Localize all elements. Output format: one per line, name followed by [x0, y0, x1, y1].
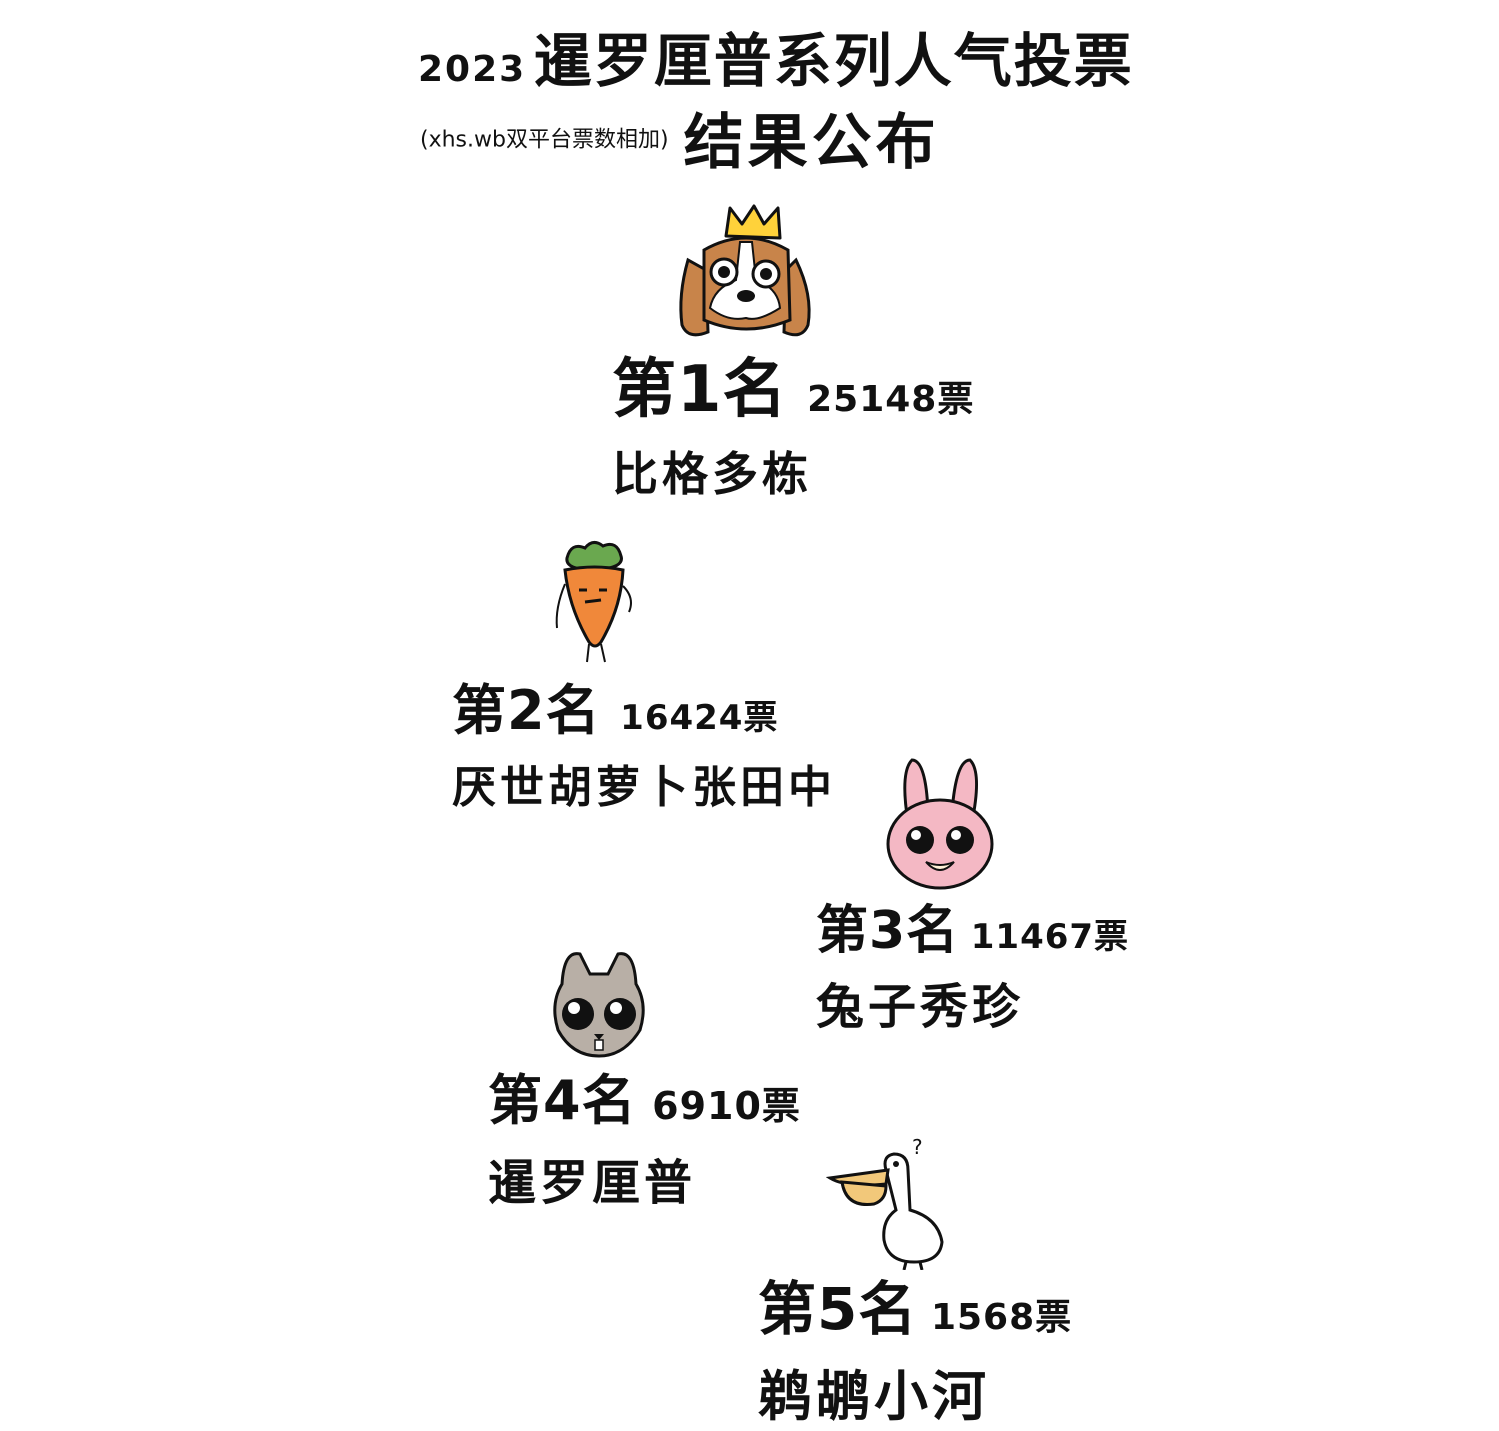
rabbit-icon	[886, 758, 994, 890]
rank-entry-4: 第4名 6910票 暹罗厘普	[488, 1056, 801, 1213]
rank-entry-2: 第2名 16424票 厌世胡萝卜张田中	[452, 666, 836, 815]
rank-entry-5: 第5名 1568票 鹈鹕小河	[758, 1262, 1072, 1431]
rank-entry-1: 第1名 25148票 比格多栋	[612, 338, 974, 504]
character-name: 兔子秀珍	[816, 979, 1025, 1035]
character-name: 厌世胡萝卜张田中	[452, 762, 836, 813]
result-heading: 结果公布	[683, 108, 940, 178]
rank-label: 第5名	[758, 1275, 918, 1343]
character-name: 暹罗厘普	[488, 1155, 697, 1211]
title-main: 暹罗厘普系列人气投票	[533, 27, 1134, 95]
vote-count: 11467票	[970, 917, 1130, 957]
subtitle: (xhs.wb双平台票数相加)	[420, 127, 669, 153]
character-name: 比格多栋	[612, 447, 812, 501]
vote-count: 1568票	[930, 1297, 1073, 1338]
rank-label: 第4名	[488, 1069, 637, 1132]
rank-entry-3: 第3名 11467票 兔子秀珍	[816, 888, 1129, 1037]
rank-label: 第1名	[612, 353, 788, 427]
cat-icon	[553, 952, 645, 1058]
rank-label: 第2名	[452, 679, 601, 742]
vote-count: 6910票	[652, 1084, 801, 1128]
title-year: 2023	[418, 49, 527, 90]
carrot-icon	[555, 541, 632, 663]
vote-count: 16424票	[620, 698, 779, 738]
title-second-line: (xhs.wb双平台票数相加) 结果公布	[420, 94, 940, 181]
svg-text:?: ?	[912, 1135, 923, 1159]
rank-label: 第3名	[816, 901, 960, 961]
vote-count: 25148票	[807, 379, 975, 420]
character-name: 鹈鹕小河	[758, 1365, 990, 1428]
beagle-icon	[679, 204, 811, 337]
pelican-icon: ?	[826, 1135, 944, 1270]
page-title: 2023 暹罗厘普系列人气投票	[418, 14, 1134, 98]
